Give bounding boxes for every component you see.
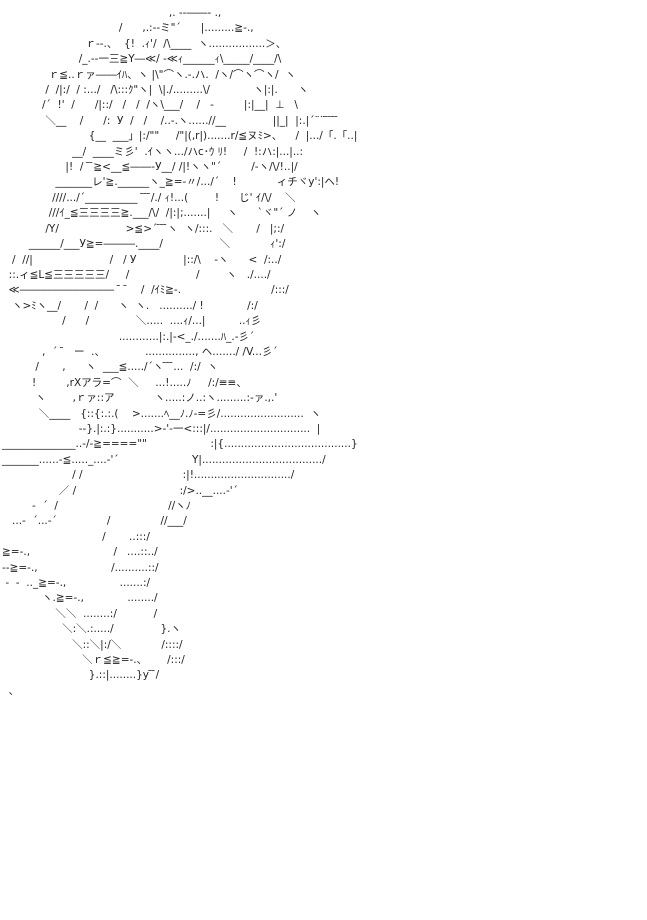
ascii-art-line: /_.-‐一三≧Y―≪/ -≪ｨ______ｨ\_____/____/\ [2, 53, 282, 66]
ascii-art-line: / / :|!............................./ [2, 469, 295, 482]
ascii-art-line: ＼＼ ........:/ / [2, 607, 158, 620]
ascii-art-line: ::.ィ≦L≦三三三三三/ / / ヽ ./..../ [2, 268, 271, 281]
ascii-art-line: ｒ≦..ｒァ――ｲﾊ、ヽ |\"⌒ヽ.-.ハ. /ヽ/⌒ヽ⌒ヽ/ ヽ [2, 68, 296, 81]
ascii-art-line: ////.../´__________ ̄ ̄ ̄/./ ｨ!...( ! じ'… [2, 191, 296, 204]
ascii-art-line: ／ / :/>..__....-'´ [2, 484, 238, 497]
ascii-art-line: }.::|........}y ̄ ̄/ [2, 669, 160, 682]
ascii-art-line: ______/___У≧=―――.____/ ＼ ｨ':/ [2, 238, 286, 251]
ascii-art-line: ! ,rXアラ=⌒ ＼ ...!.....ﾉ /:/≡≡、 [2, 376, 247, 389]
ascii-art-line: ＼:＼.:...../ }.ヽ [2, 623, 181, 636]
ascii-art-line: _______レ'≧.______ヽ_≧=-〃/.../´ ! ィチヾy':|ヘ… [2, 176, 340, 189]
ascii-art-line: _______......-≦....._....-'´ Y|.........… [2, 453, 326, 466]
ascii-art-line: ‐‐}.|:.:}...........>-'‐一<:::|/.........… [2, 422, 321, 435]
ascii-art-line: ............|:.|‐<_./.......ﾊ_.-彡´ [2, 330, 255, 343]
ascii-art-line: |! / ̄ ̄≧<__≦――‐У__/ /|!ヽヽ"´ /‐ヽ/\/!..|/ [2, 161, 298, 174]
ascii-art-line: ＼__ / /: У / / /..-.ヽ......//__ ||_| |:.… [2, 114, 339, 127]
ascii-art-line: / ..:::/ [2, 530, 150, 543]
ascii-art-line: ＼::＼|:/＼ /::::/ [2, 638, 183, 651]
ascii-art-line: /Y/ >≦>´ ̄ ̄ ̄ヽ ヽ/:::. ＼ / |;:/ [2, 222, 285, 235]
ascii-art-line: ≪――――――――― ̄ ̄ / /ｲﾐ≧‐. /:::/ [2, 284, 289, 297]
ascii-art-line: ///ｲ_≦三三三三≧.___/\/ /|:|;.......| ヽ `ヾ"´ … [2, 207, 322, 220]
ascii-art-line: ≧=-., / ....::../ [2, 546, 158, 559]
ascii-art-line: / / ＼..... ....ｨ/...| ..ｨ彡 [2, 315, 262, 328]
ascii-art-line: __/ ____ミ彡' .ｲヽヽ.../ハc･ｳ ﾘ! / !:ハ:|...|.… [2, 145, 304, 158]
ascii-art-line: ヽ>ﾐヽ__/ / / ヽ ヽ. ........../ ! /:/ [2, 299, 258, 312]
ascii-art-line: ヽ.≧=-., ......../ [2, 592, 158, 605]
ascii-art-line: 、 [2, 684, 20, 697]
ascii-art-line: / ,.:-‐ミ"´ |.........≧-., [2, 22, 254, 35]
ascii-art-line: ヽ ,ｒァ::ア ヽ.....:ノ..:ヽ.........:‐ァ.,.' [2, 392, 278, 405]
ascii-art-line: / /|:/ / :.../ /\:::ｸ"ヽ| \|./.........\/… [2, 84, 309, 97]
ascii-art-line: , ´ ̄ ー .、 ..............., ヘ......./ /V… [2, 345, 278, 358]
ascii-art-line: ＼ｒ≦≧=-.、 /:::/ [2, 654, 185, 667]
ascii-art-line: / //| / / У |::/\ -ヽ < /:../ [2, 253, 282, 266]
ascii-art-line: /´ !' / /|::/ / / /ヽ\___/ / ‐ |:|__| ⊥ \ [2, 99, 298, 112]
ascii-art-line: - ´ / //ヽﾉ [2, 500, 191, 512]
ascii-art-figure: ,. --――- ., / ,.:-‐ミ"´ |.........≧-., ｒ‐… [2, 6, 358, 699]
ascii-art-line: / , ヽ ___≦...../´ヽ ̄ ̄ ̄... /:/ ヽ [2, 361, 218, 374]
ascii-art-line: {__ ___」|:/"" /"|(,r|).......r/≦ヌﾐ>、 / |… [2, 130, 358, 143]
ascii-art-line: ______________..-/‐≧===="" :|{..........… [2, 438, 358, 451]
ascii-art-line: ｒ‐-.、 {! .ｨ'/ /\____ ヽ.................＞… [2, 37, 287, 50]
ascii-art-line: ,. --――- ., [2, 7, 222, 19]
ascii-art-line: ‐ ‐ .._≧=-., .......:/ [2, 577, 151, 590]
ascii-art-line: ...- ´...-´ / //___/ [2, 515, 187, 528]
ascii-art-line: ‐‐≧=-., /..........::/ [2, 561, 159, 574]
ascii-art-line: ＼____ {::{:.:.( >.......ﾍ__ﾉ.ﾉ‐=彡/......… [2, 407, 321, 420]
